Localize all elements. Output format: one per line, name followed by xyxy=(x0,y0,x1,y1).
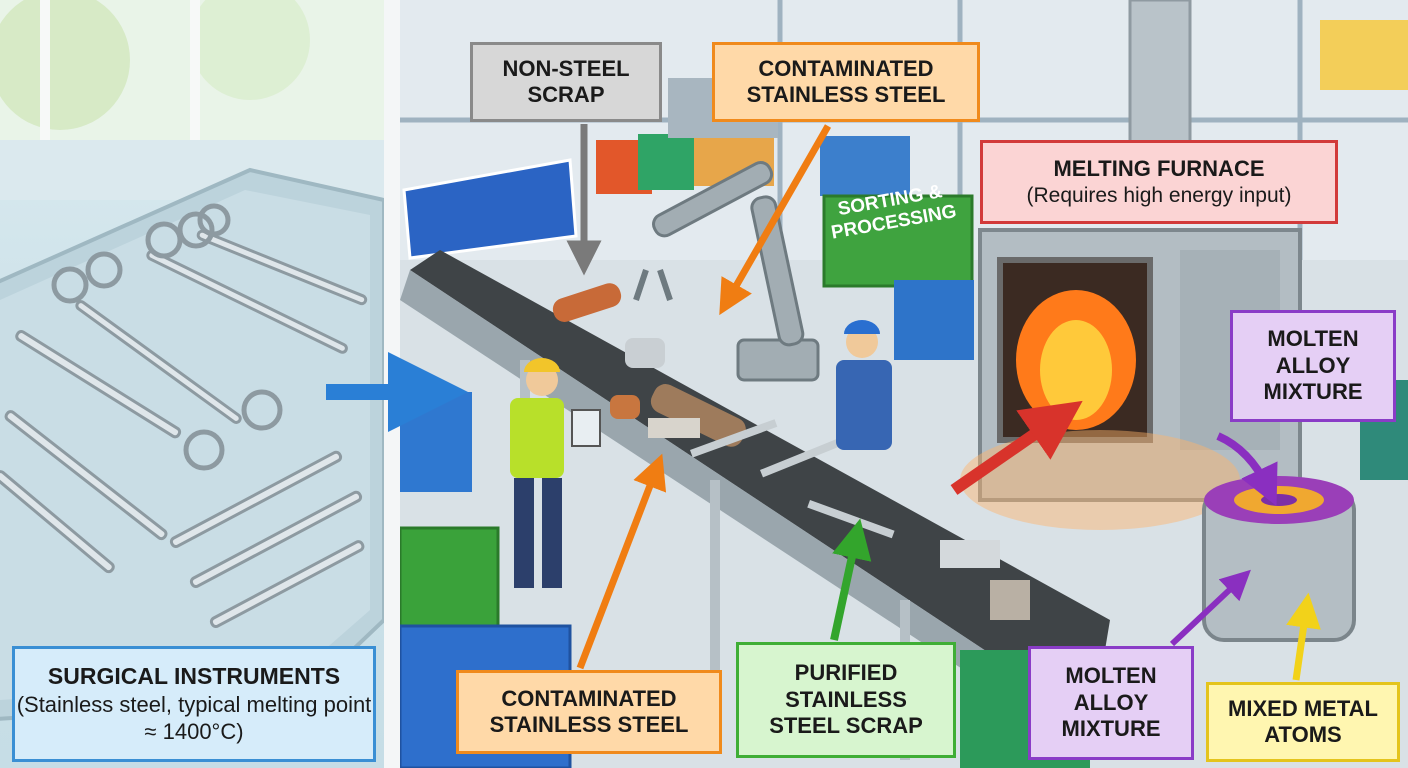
worker-sorting xyxy=(836,320,892,450)
mixed-metal-atoms-label: MIXED METAL ATOMS xyxy=(1206,682,1400,762)
foliage-blur xyxy=(0,0,130,130)
arrow-molten-top xyxy=(1216,432,1278,507)
melting-furnace-detail: (Requires high energy input) xyxy=(1026,183,1292,207)
bin-green-large xyxy=(822,194,974,288)
rusty-plate xyxy=(648,418,700,438)
molten-bottom-line3: MIXTURE xyxy=(1061,716,1161,742)
surgical-tray-panel: SURGICAL INSTRUMENTS (Stainless steel, t… xyxy=(0,0,384,768)
molten-alloy-mixture-label-bottom: MOLTEN ALLOY MIXTURE xyxy=(1028,646,1194,760)
purified-line1: PURIFIED xyxy=(794,660,898,686)
window-frame xyxy=(40,0,50,160)
robot-gripper xyxy=(633,269,673,301)
non-steel-scrap-label: NON-STEEL SCRAP xyxy=(470,42,662,122)
melting-furnace-label: MELTING FURNACE (Requires high energy in… xyxy=(980,140,1338,224)
forceps xyxy=(75,300,242,424)
wrench xyxy=(760,436,847,478)
scalpel xyxy=(0,470,115,574)
atoms-line2: ATOMS xyxy=(1264,722,1342,747)
molten-top-line1: MOLTEN xyxy=(1267,326,1359,352)
contaminated-stainless-steel-label-top: CONTAMINATED STAINLESS STEEL xyxy=(712,42,980,122)
surgical-instruments-label: SURGICAL INSTRUMENTS (Stainless steel, t… xyxy=(12,646,376,762)
atoms-line1: MIXED METAL xyxy=(1228,695,1378,721)
forceps xyxy=(4,410,168,541)
steel-cylinder xyxy=(625,338,665,368)
bin-blue xyxy=(820,136,910,196)
arrow-purified xyxy=(830,518,872,641)
purified-line3: STEEL SCRAP xyxy=(769,713,923,739)
melting-furnace-title: MELTING FURNACE xyxy=(1053,156,1265,182)
hard-hat-blue xyxy=(844,320,880,334)
contaminated-top-line2: STAINLESS STEEL xyxy=(746,82,946,107)
sorting-sign-board xyxy=(402,158,578,260)
hard-hat-yellow xyxy=(524,358,560,372)
scalpel xyxy=(189,490,363,589)
probe xyxy=(146,249,348,354)
worker-leg xyxy=(514,478,534,588)
tablet xyxy=(571,409,601,447)
scissor-rings xyxy=(51,203,283,471)
arrow-molten-bottom xyxy=(1169,569,1251,647)
scalpel xyxy=(15,330,182,439)
scalpel xyxy=(169,450,343,549)
bin-green xyxy=(638,134,694,190)
furnace-fire-core xyxy=(1040,320,1112,420)
contaminated-stainless-steel-label-bottom: CONTAMINATED STAINLESS STEEL xyxy=(456,670,722,754)
robot-base xyxy=(736,338,820,382)
non-steel-line1: NON-STEEL xyxy=(502,55,630,81)
worker-with-tablet xyxy=(510,358,601,588)
foliage-blur xyxy=(190,0,310,100)
scalpel xyxy=(209,540,365,629)
bin-blue-small xyxy=(894,280,974,360)
purified-stainless-steel-scrap-label: PURIFIED STAINLESS STEEL SCRAP xyxy=(736,642,956,758)
surgical-instruments-title: SURGICAL INSTRUMENTS xyxy=(47,662,341,689)
overalls xyxy=(836,360,892,450)
conveyor-belt xyxy=(410,250,1110,700)
molten-bottom-line2: ALLOY xyxy=(1073,689,1149,715)
yellow-railing xyxy=(1320,20,1408,90)
surgical-tray-scene xyxy=(0,0,384,721)
contaminated-top-line1: CONTAMINATED xyxy=(758,55,934,81)
arrow-contaminated-top xyxy=(719,124,832,316)
surgical-instruments xyxy=(0,229,368,629)
molten-top-line3: MIXTURE xyxy=(1263,379,1363,405)
robot-forearm xyxy=(652,160,774,238)
rusty-pipe xyxy=(650,384,746,447)
molten-top-line2: ALLOY xyxy=(1275,352,1351,378)
exhaust-pipe xyxy=(1128,0,1192,152)
scrap-items xyxy=(552,283,1030,620)
surgical-instruments-detail: (Stainless steel, typical melting point … xyxy=(16,692,372,744)
copper-cylinder xyxy=(610,395,640,419)
copper-pipe xyxy=(552,283,622,322)
rusty-plate xyxy=(990,580,1030,620)
molten-alloy-mixture-label-top: MOLTEN ALLOY MIXTURE xyxy=(1230,310,1396,422)
wrench xyxy=(690,419,778,458)
window-frame xyxy=(190,0,200,150)
molten-bottom-line1: MOLTEN xyxy=(1065,663,1157,689)
conveyor-frame xyxy=(400,270,1060,720)
arrow-to-furnace xyxy=(950,400,1083,495)
arrow-contaminated-bottom xyxy=(576,453,667,670)
safety-vest xyxy=(510,398,564,478)
contaminated-bottom-line2: STAINLESS STEEL xyxy=(489,712,689,737)
arrow-mixed-atoms xyxy=(1286,592,1321,681)
worker-leg xyxy=(542,478,562,588)
purified-line2: STAINLESS xyxy=(785,686,907,712)
probe xyxy=(196,229,368,306)
contaminated-bottom-line1: CONTAMINATED xyxy=(501,685,677,711)
steel-plate xyxy=(940,540,1000,568)
non-steel-line2: SCRAP xyxy=(527,82,605,107)
